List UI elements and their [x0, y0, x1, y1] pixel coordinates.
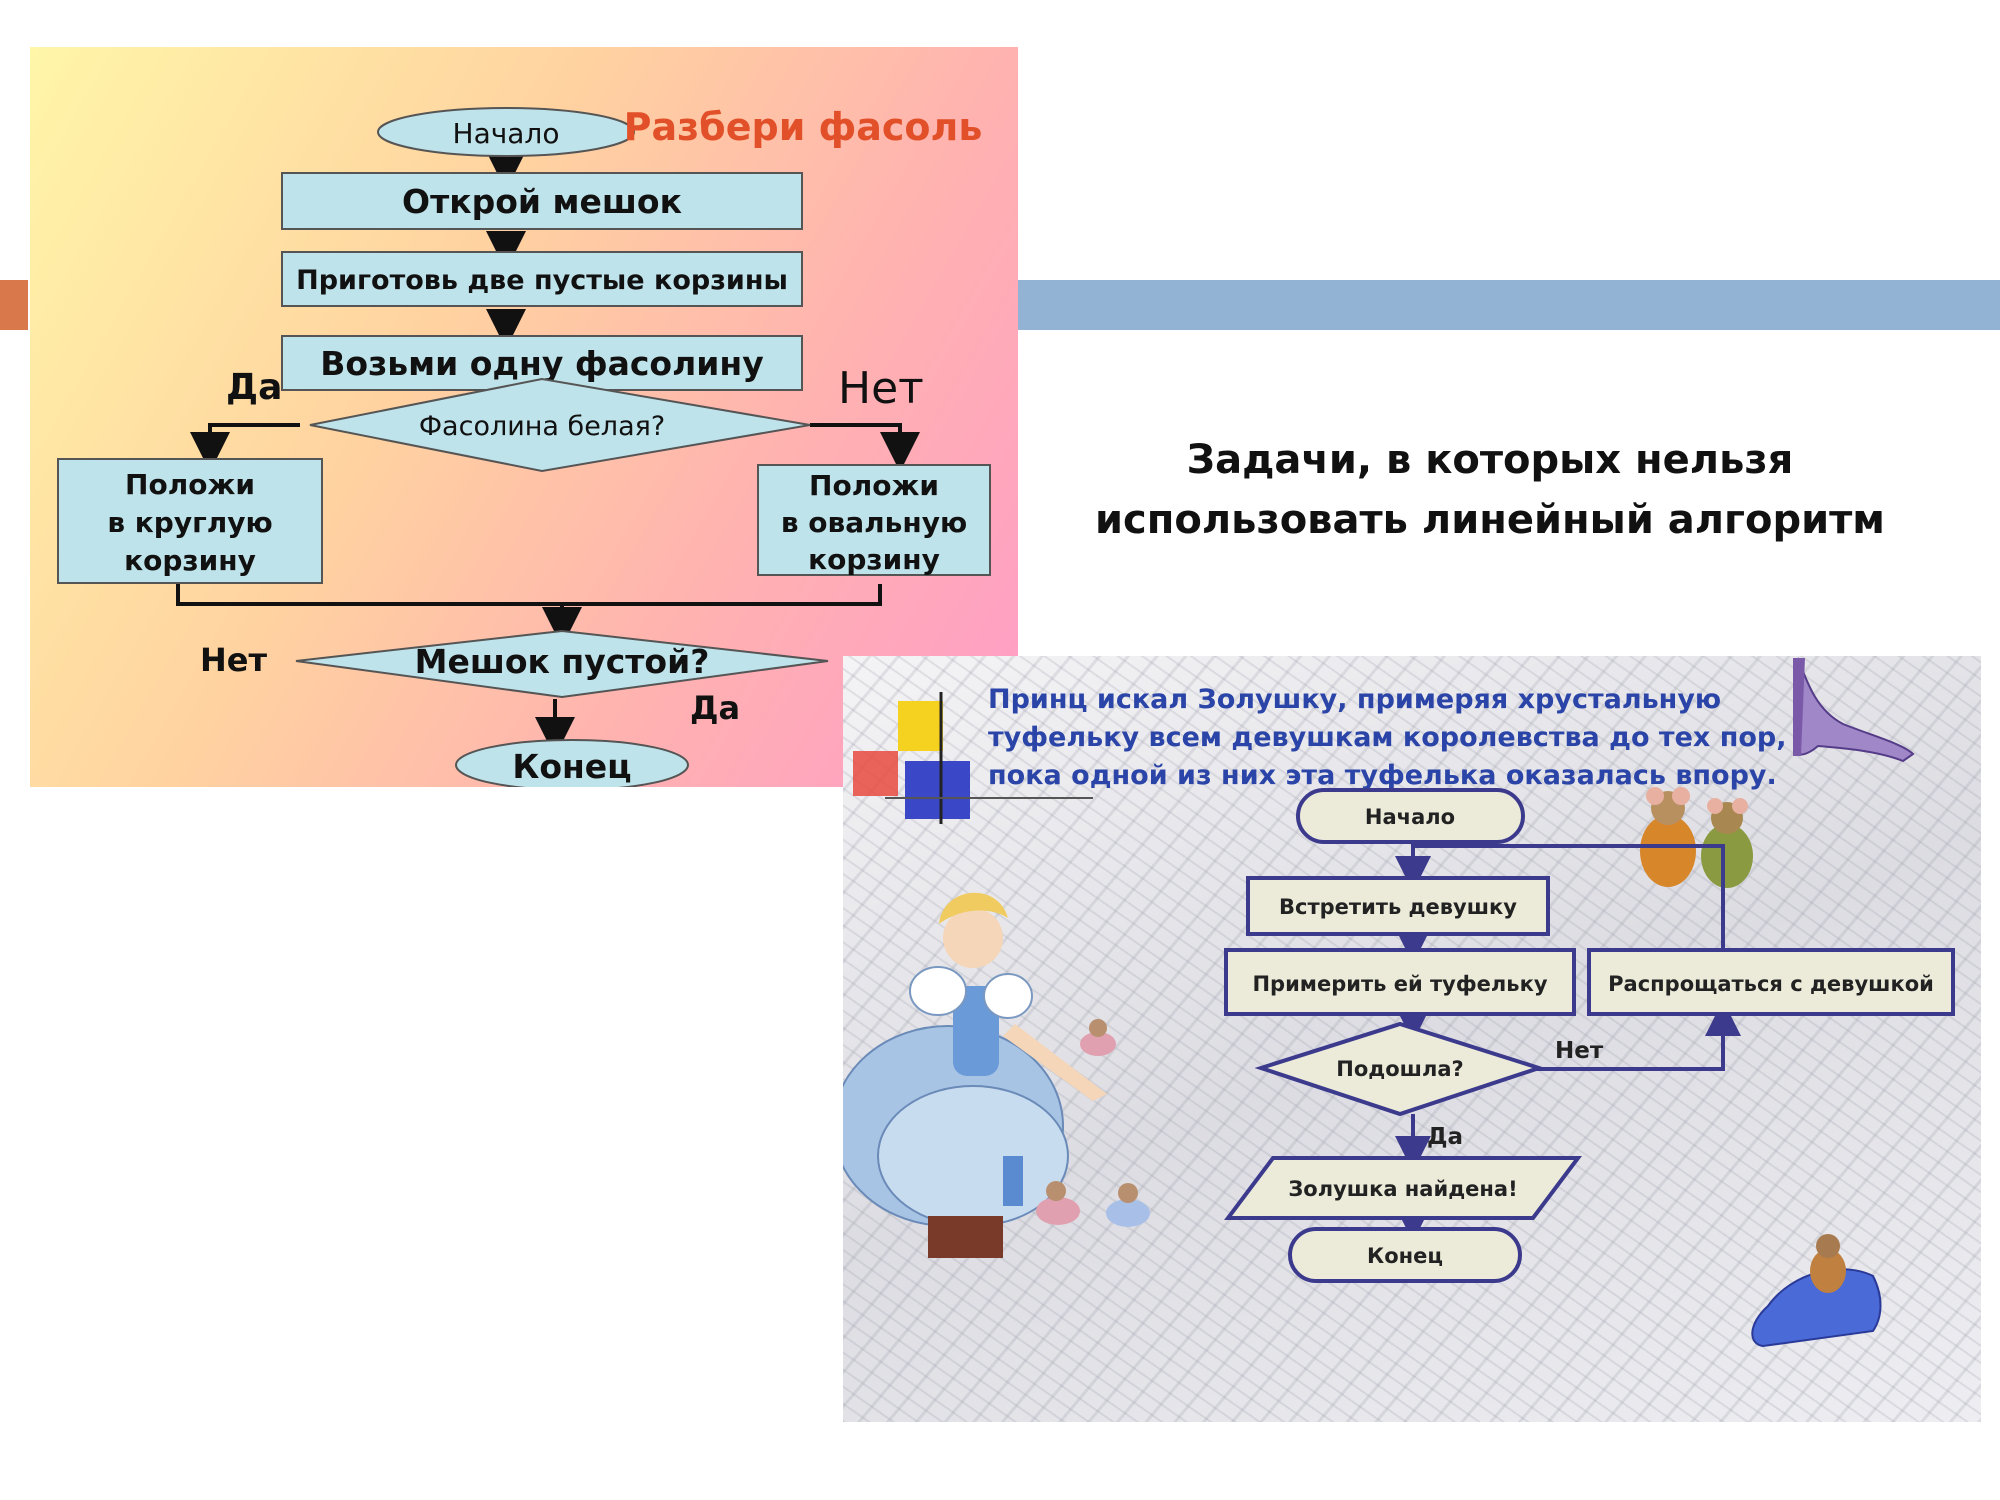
beans-no2-label: Нет: [200, 641, 267, 679]
cinderella-meet-label: Встретить девушку: [1279, 895, 1517, 919]
beans-yes1-label: Да: [226, 367, 282, 408]
beans-prepare-baskets: Приготовь две пустые корзины: [281, 251, 803, 307]
small-mice-illustration: [1036, 1019, 1150, 1227]
beans-no1-label: Нет: [838, 363, 924, 414]
beans-oval-basket: Положи в овальную корзину: [757, 464, 991, 576]
slide-title: Задачи, в которых нельзя использовать ли…: [1080, 430, 1900, 550]
slide-title-line1: Задачи, в которых нельзя: [1186, 437, 1794, 483]
beans-oval-basket-line2: в овальную: [781, 506, 967, 539]
cinderella-meet: Встретить девушку: [1246, 876, 1550, 936]
caption-line2: туфельку всем девушкам королевства до те…: [988, 722, 1787, 753]
beans-bag-empty-label: Мешок пустой?: [415, 642, 710, 681]
beans-title: Разбери фасоль: [624, 105, 983, 149]
beans-bag-empty-decision: Мешок пустой?: [295, 629, 829, 699]
beans-round-basket-line2: в круглую: [107, 506, 272, 539]
cinderella-fits-decision: Подошла?: [1254, 1021, 1546, 1117]
slipper-mouse-illustration: [1751, 1234, 1882, 1348]
cinderella-try-shoe-label: Примерить ей туфельку: [1252, 972, 1547, 996]
caption-line3: пока одной из них эта туфелька оказалась…: [988, 760, 1777, 791]
cinderella-found-label: Золушка найдена!: [1288, 1177, 1517, 1201]
beans-round-basket: Положи в круглую корзину: [57, 458, 323, 584]
glass-slipper-illustration: [1793, 657, 1915, 763]
beans-is-white-label: Фасолина белая?: [419, 411, 665, 442]
beans-start-label: Начало: [453, 117, 560, 150]
mice-illustration: [1640, 787, 1753, 888]
beans-round-basket-line1: Положи: [125, 468, 255, 501]
cinderella-start: Начало: [1296, 788, 1525, 844]
cinderella-farewell: Распрощаться с девушкой: [1587, 948, 1955, 1016]
cinderella-yes-label: Да: [1427, 1124, 1463, 1150]
beans-oval-basket-line3: корзину: [808, 543, 940, 576]
cinderella-try-shoe: Примерить ей туфельку: [1224, 948, 1576, 1016]
cinderella-flowchart-panel: Принц искал Золушку, примеряя хрустальну…: [843, 656, 1981, 1422]
beans-open-bag: Открой мешок: [281, 172, 803, 230]
beans-open-bag-label: Открой мешок: [402, 182, 682, 221]
cinderella-end: Конец: [1288, 1227, 1522, 1283]
beans-oval-basket-line1: Положи: [809, 469, 939, 502]
orange-accent-bar: [0, 280, 28, 330]
blue-accent-bar: [1015, 280, 2000, 330]
caption-line1: Принц искал Золушку, примеряя хрустальну…: [988, 684, 1721, 715]
cinderella-flowchart: Принц искал Золушку, примеряя хрустальну…: [843, 657, 1955, 1348]
beans-start: Начало: [377, 107, 635, 157]
beans-take-bean-label: Возьми одну фасолину: [320, 344, 763, 383]
cinderella-start-label: Начало: [1365, 805, 1455, 829]
beans-yes2-label: Да: [690, 689, 740, 727]
beans-flowchart: Начало Разбери фасоль Открой мешок Приго…: [57, 105, 991, 787]
beans-prepare-baskets-label: Приготовь две пустые корзины: [296, 265, 788, 296]
cinderella-illustration: [843, 892, 1107, 1258]
beans-flowchart-panel: Начало Разбери фасоль Открой мешок Приго…: [30, 47, 1018, 787]
cinderella-end-label: Конец: [1367, 1244, 1443, 1268]
beans-round-basket-line3: корзину: [124, 544, 256, 577]
cinderella-fits-label: Подошла?: [1336, 1057, 1463, 1081]
decorative-squares: [853, 692, 1093, 824]
slide-title-line2: использовать линейный алгоритм: [1095, 497, 1885, 543]
cinderella-no-label: Нет: [1555, 1038, 1604, 1064]
beans-end: Конец: [455, 739, 689, 787]
beans-end-label: Конец: [512, 747, 631, 786]
cinderella-farewell-label: Распрощаться с девушкой: [1608, 972, 1934, 996]
beans-is-white-decision: Фасолина белая?: [309, 377, 811, 473]
cinderella-found: Золушка найдена!: [1224, 1156, 1582, 1220]
